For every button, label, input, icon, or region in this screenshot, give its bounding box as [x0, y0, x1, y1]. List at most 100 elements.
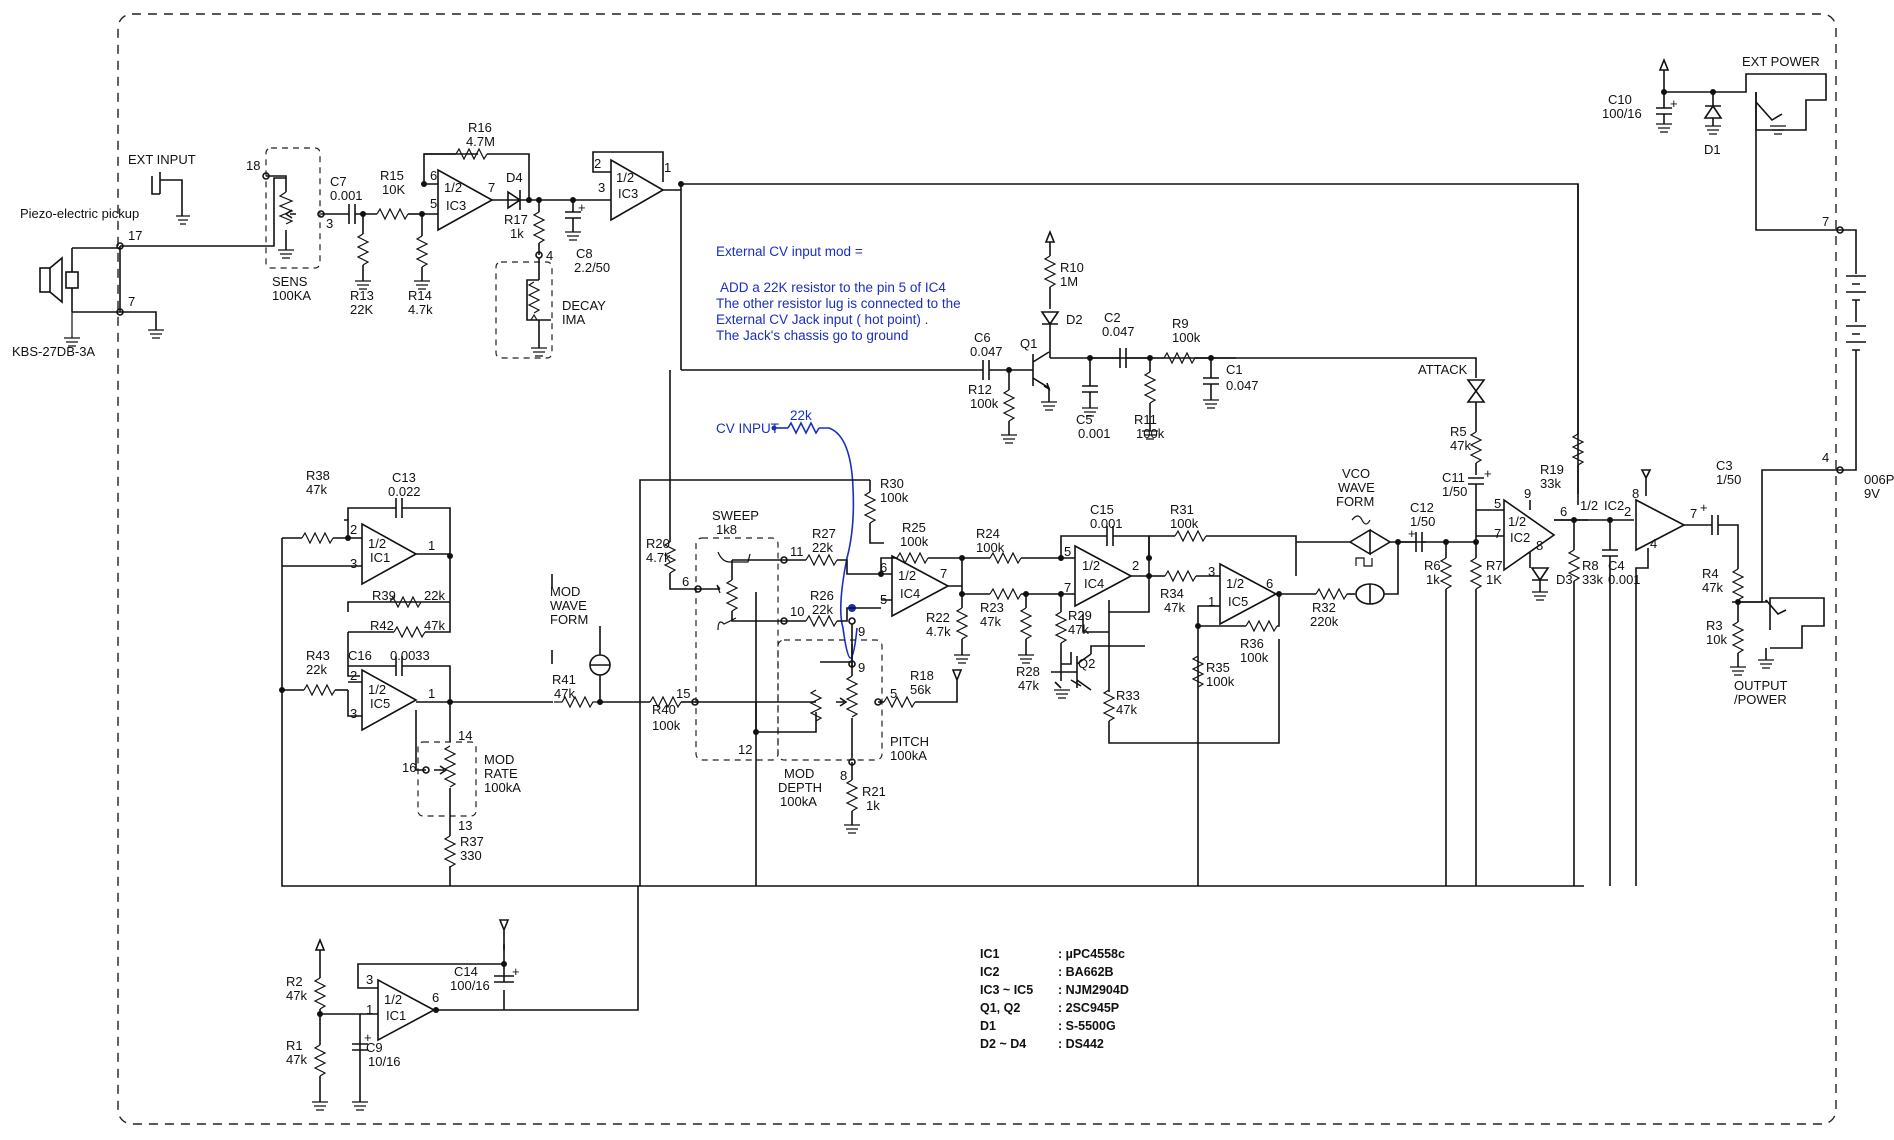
bias-section: R2 47k R1 47k C9 10/16 + 1/2 IC1 3 1 6 C… — [286, 886, 639, 1111]
input-section: EXT INPUT Piezo-electric pickup KBS-27DB… — [12, 120, 1579, 494]
svg-text:47k: 47k — [1116, 702, 1137, 717]
ic1a-opamp — [361, 522, 418, 586]
lfo-section: C13 0.022 R38 47k 1/2 IC1 2 3 1 R39 22k … — [279, 468, 1584, 887]
svg-text:C2: C2 — [1104, 310, 1121, 325]
svg-text:100k: 100k — [1240, 650, 1269, 665]
svg-text:6: 6 — [1266, 576, 1273, 591]
svg-text:IC4: IC4 — [1084, 576, 1104, 591]
svg-text:C5: C5 — [1076, 412, 1093, 427]
ic2b-opamp — [1635, 498, 1686, 552]
svg-text:47k: 47k — [980, 614, 1001, 629]
svg-text:ADD a 22K resistor to the pin: ADD a 22K resistor to the pin 5 of IC4 — [720, 280, 946, 295]
svg-text:47k: 47k — [1164, 600, 1185, 615]
svg-text:2: 2 — [350, 668, 357, 683]
attack-switch — [1466, 379, 1486, 403]
pitch-value: 100kA — [890, 748, 927, 763]
svg-text:1: 1 — [366, 1002, 373, 1017]
svg-text:R28: R28 — [1016, 664, 1040, 679]
mod-rate-pot-box — [417, 741, 477, 817]
sweep-label: SWEEP — [712, 508, 759, 523]
svg-text:47k: 47k — [1450, 438, 1471, 453]
svg-text:R9: R9 — [1172, 316, 1189, 331]
svg-text:: µPC4558c: : µPC4558c — [1058, 947, 1125, 961]
svg-text:+: + — [1484, 466, 1492, 481]
svg-text:R34: R34 — [1160, 586, 1184, 601]
svg-text:R6: R6 — [1424, 558, 1441, 573]
svg-text:0.001: 0.001 — [1078, 426, 1111, 441]
battery-voltage: 9V — [1864, 486, 1880, 501]
piezo-label: Piezo-electric pickup — [20, 206, 139, 221]
svg-text:9: 9 — [858, 660, 865, 675]
svg-text:R3: R3 — [1706, 618, 1723, 633]
svg-text:0.001: 0.001 — [1090, 516, 1123, 531]
svg-text:R33: R33 — [1116, 688, 1140, 703]
svg-text:1k: 1k — [510, 226, 524, 241]
ic3a-opamp — [437, 168, 494, 232]
svg-text:4: 4 — [1822, 450, 1829, 465]
svg-text:47k: 47k — [1018, 678, 1039, 693]
svg-text:8: 8 — [840, 768, 847, 783]
svg-text:R38: R38 — [306, 468, 330, 483]
svg-text:1/50: 1/50 — [1716, 472, 1741, 487]
svg-text:: S-5500G: : S-5500G — [1058, 1019, 1116, 1033]
svg-text:47k: 47k — [286, 1052, 307, 1067]
svg-text:100k: 100k — [880, 490, 909, 505]
svg-text:3: 3 — [598, 180, 605, 195]
svg-text:9: 9 — [1524, 486, 1531, 501]
svg-text:R35: R35 — [1206, 660, 1230, 675]
svg-text:100k: 100k — [970, 396, 999, 411]
svg-text:6: 6 — [880, 560, 887, 575]
svg-text:2: 2 — [350, 522, 357, 537]
svg-text:IC3 ~ IC5: IC3 ~ IC5 — [980, 983, 1033, 997]
ic4a-opamp — [891, 554, 950, 618]
cv-input-mod: CV INPUT 22k — [716, 408, 858, 659]
svg-text:IC3: IC3 — [618, 186, 638, 201]
svg-text:R27: R27 — [812, 526, 836, 541]
svg-text:C13: C13 — [392, 470, 416, 485]
svg-text:6: 6 — [1560, 504, 1567, 519]
svg-text:C15: C15 — [1090, 502, 1114, 517]
svg-text:100k: 100k — [1206, 674, 1235, 689]
svg-text:R24: R24 — [976, 526, 1000, 541]
svg-text:IC2: IC2 — [980, 965, 1000, 979]
svg-text:C10: C10 — [1608, 92, 1632, 107]
svg-text:8: 8 — [1632, 486, 1639, 501]
svg-text:R20: R20 — [646, 536, 670, 551]
svg-text:7: 7 — [128, 294, 135, 309]
svg-text:7: 7 — [1822, 214, 1829, 229]
svg-text:R14: R14 — [408, 288, 432, 303]
svg-text:1: 1 — [428, 538, 435, 553]
svg-text:R32: R32 — [1312, 600, 1336, 615]
svg-text:R11: R11 — [1134, 412, 1157, 427]
svg-text:47k: 47k — [1702, 580, 1723, 595]
mod-wave-label-2: WAVE — [550, 598, 587, 613]
svg-text:1: 1 — [428, 686, 435, 701]
svg-text:0.001: 0.001 — [1608, 572, 1641, 587]
svg-text:2: 2 — [1624, 504, 1631, 519]
svg-text:7: 7 — [1494, 526, 1501, 541]
svg-text:1/50: 1/50 — [1410, 514, 1435, 529]
sweep-mod-depth-box — [695, 537, 779, 761]
svg-text:13: 13 — [458, 818, 472, 833]
svg-text:18: 18 — [246, 158, 260, 173]
svg-text:3: 3 — [1208, 564, 1215, 579]
svg-text:10/16: 10/16 — [368, 1054, 401, 1069]
sens-value: 100KA — [272, 288, 311, 303]
svg-text:22k: 22k — [812, 602, 833, 617]
mod-depth-value: 100kA — [780, 794, 817, 809]
mod-note: External CV input mod = ADD a 22K resist… — [716, 244, 961, 343]
svg-text:1/50: 1/50 — [1442, 484, 1467, 499]
svg-text:R37: R37 — [460, 834, 484, 849]
svg-text:100k: 100k — [1136, 426, 1165, 441]
svg-text:R5: R5 — [1450, 424, 1467, 439]
attack-label: ATTACK — [1418, 362, 1468, 377]
output-section: 1/2 IC2 5 7 9 8 D3 6 R8 33k 1/2 IC2 C4 0… — [1476, 458, 1825, 886]
svg-text:1/2: 1/2 — [384, 992, 402, 1007]
pitch-label: PITCH — [890, 734, 929, 749]
svg-text:2.2/50: 2.2/50 — [574, 260, 610, 275]
svg-text:6: 6 — [682, 574, 689, 589]
svg-text:6: 6 — [430, 168, 437, 183]
power-section: C10 100/16 + D1 EXT POWER 7 4 006P 9V — [1602, 54, 1894, 603]
parts-list: IC1 : µPC4558c IC2 : BA662B IC3 ~ IC5 : … — [980, 947, 1129, 1051]
